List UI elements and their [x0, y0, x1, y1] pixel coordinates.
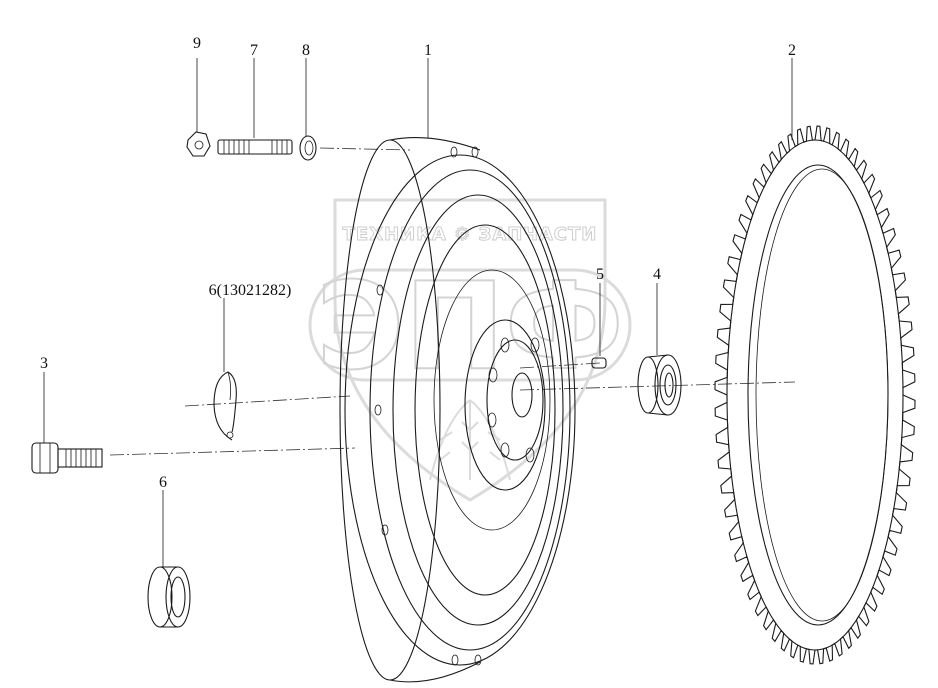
callout-4: 4	[653, 266, 661, 283]
watermark-brand: ТЕХНИКА ⚙ ЗАПЧАСТИ	[343, 224, 598, 245]
callout-3: 3	[40, 355, 48, 372]
callout-6: 6	[159, 474, 167, 491]
watermark-logo: ЭПФ ТЕХНИКА ⚙ ЗАПЧАСТИ	[308, 198, 632, 502]
callout-1: 1	[424, 42, 432, 59]
flywheel-part-1	[339, 136, 576, 683]
nut-part-9	[186, 131, 211, 157]
callout-6-part-number: 6(13021282)	[209, 282, 292, 299]
bearing-part-4	[637, 354, 682, 416]
bearing-part-6	[147, 566, 191, 628]
gear-teeth-outline	[714, 125, 916, 665]
ring-gear-part-2	[714, 125, 916, 665]
pin-part-5	[591, 357, 607, 369]
washer-part-8	[299, 135, 317, 161]
callout-8: 8	[302, 42, 310, 59]
callout-9: 9	[193, 35, 201, 52]
watermark-letters: ЭПФ	[316, 258, 624, 397]
callout-7: 7	[250, 42, 258, 59]
stud-part-7	[217, 139, 293, 155]
bolt-part-3	[31, 442, 103, 474]
callouts: 1 2 3 4 5 6 6(13021282) 7 8 9	[40, 35, 796, 491]
leader-lines	[43, 58, 793, 567]
circlip-part-6-13021282	[213, 371, 237, 441]
callout-2: 2	[788, 42, 796, 59]
callout-5: 5	[596, 266, 604, 283]
